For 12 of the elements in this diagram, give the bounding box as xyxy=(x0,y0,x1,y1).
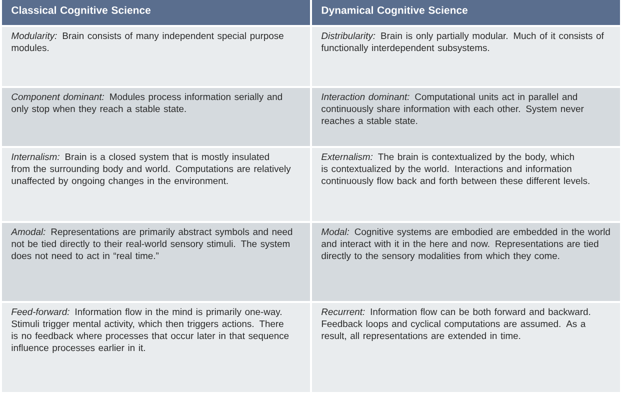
table-cell: Modal: Cognitive systems are embodied are embedded in the world and interact with it in the here and now. Representations are tied directly to the sensory modalities from which they come. xyxy=(312,222,620,301)
header-cell: Dynamical Cognitive Science xyxy=(312,0,620,25)
table-cell: Component dominant: Modules process information serially and only stop when they reach a stable state. xyxy=(2,88,310,146)
header-cell: Classical Cognitive Science xyxy=(2,0,310,25)
table-cell: Feed-forward: Information flow in the mind is primarily one-way. Stimuli trigger mental activity, which then triggers actions. There is no feedback where processes that occur later in that sequence influence processes earlier in it. xyxy=(2,302,310,392)
table-cell: Externalism: The brain is contextualized by the body, which is contextualized by the world. Interactions and information continuously flow back and forth between these different levels. xyxy=(312,148,620,221)
table-cell: Distribularity: Brain is only partially modular. Much of it consists of functionally interdependent subsystems. xyxy=(312,27,620,86)
table-cell: Amodal: Representations are primarily abstract symbols and need not be tied directly to their real-world sensory stimuli. The system does not need to act in “real time.” xyxy=(2,222,310,301)
table-cell: Modularity: Brain consists of many independent special purpose modules. xyxy=(2,27,310,86)
table-cell: Interaction dominant: Computational units act in parallel and continuously share information with each other. System never reaches a stable state. xyxy=(312,88,620,146)
table-cell: Internalism: Brain is a closed system that is mostly insulated from the surrounding body and world. Computations are relatively unaffected by ongoing changes in the environment. xyxy=(2,148,310,221)
table-cell: Recurrent: Information flow can be both forward and backward. Feedback loops and cyclical computations are assumed. As a result, all representations are extended in time. xyxy=(312,302,620,392)
